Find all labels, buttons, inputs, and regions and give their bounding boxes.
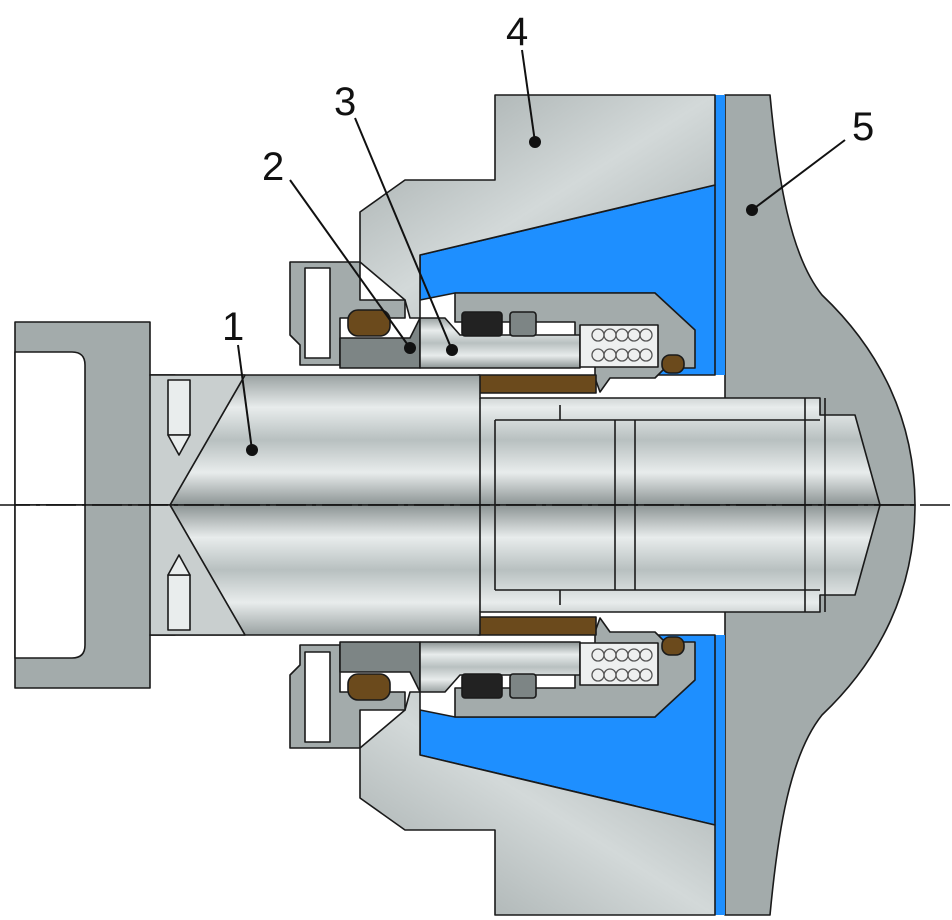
leader-lines (237, 49, 846, 451)
label-4: 4 (506, 10, 528, 54)
label-2: 2 (262, 145, 284, 189)
label-3: 3 (334, 80, 356, 124)
marker-dot (404, 342, 416, 354)
marker-dot (446, 344, 458, 356)
marker-dot (246, 444, 258, 456)
label-5: 5 (852, 105, 874, 149)
marker-dot (529, 136, 541, 148)
marker-dot (746, 204, 758, 216)
lower-half (14, 504, 916, 916)
label-1: 1 (222, 305, 244, 349)
upper-half (14, 94, 916, 506)
